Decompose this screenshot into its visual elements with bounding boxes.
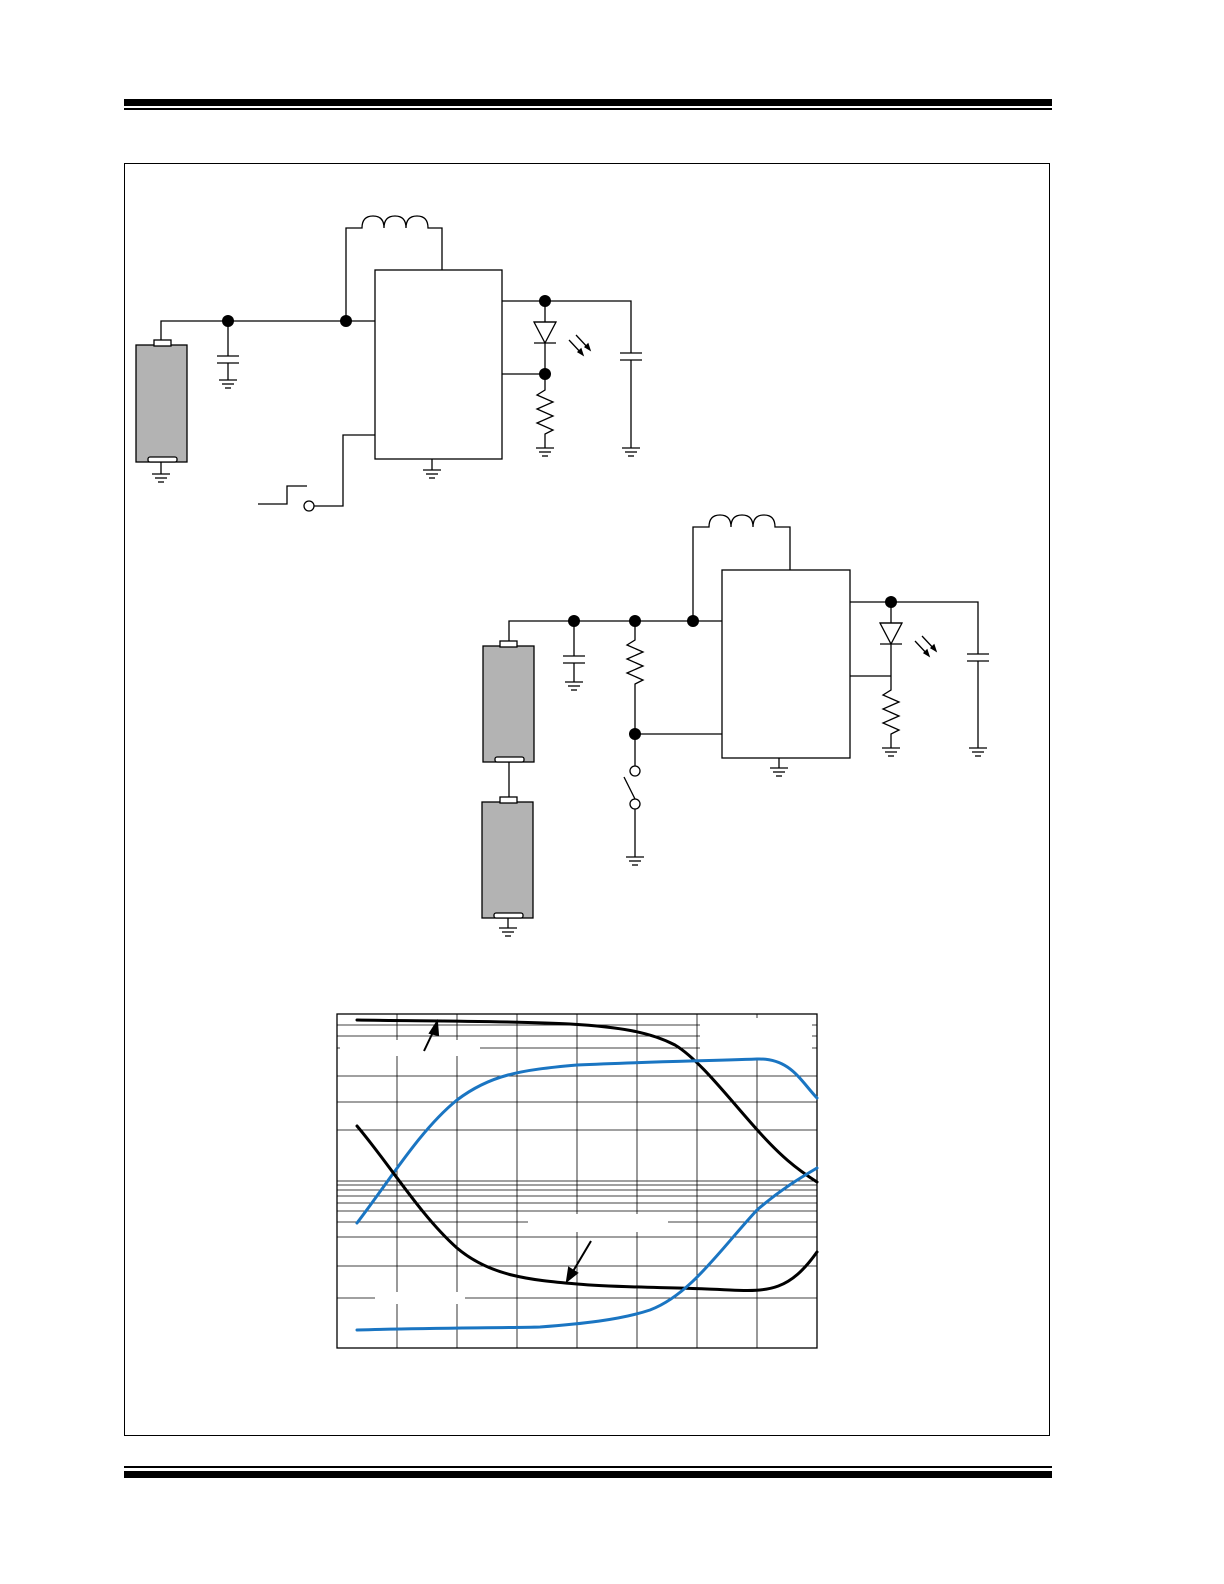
capacitor-icon <box>563 621 585 682</box>
resistor-icon <box>881 676 901 748</box>
plot-curves <box>355 1018 819 1332</box>
battery-icon <box>135 339 188 463</box>
junction-dot-icon <box>222 295 551 380</box>
ground-icon <box>621 447 641 457</box>
circuit-single-cell <box>135 215 642 512</box>
led-icon <box>878 602 938 676</box>
ground-icon <box>498 927 518 937</box>
footer-rule-thin <box>124 1466 1052 1468</box>
converter-ic-box <box>721 569 851 759</box>
resistor-icon <box>535 374 555 448</box>
plot-annotation-arrows <box>423 1018 592 1284</box>
ground-icon <box>151 473 171 483</box>
inductor-icon <box>345 215 443 322</box>
curve-blue-upper <box>355 1057 819 1225</box>
header-rule-thick <box>124 99 1052 106</box>
header-rule-thin <box>124 108 1052 110</box>
figure-frame <box>124 163 1050 1436</box>
ground-icon <box>881 747 901 757</box>
ground-icon <box>422 469 442 479</box>
ground-icon <box>769 767 789 777</box>
circuit-two-cell <box>481 514 989 937</box>
ground-icon <box>625 856 645 866</box>
battery-icon <box>482 640 535 763</box>
capacitor-icon <box>967 653 989 748</box>
ground-icon <box>968 747 988 757</box>
ground-icon <box>218 379 238 389</box>
ground-icon <box>535 447 555 457</box>
battery-icon <box>481 796 534 919</box>
curve-black-lower <box>355 1124 819 1293</box>
footer-rule-thick <box>124 1471 1052 1478</box>
inductor-icon <box>692 514 791 621</box>
curve-black-upper <box>355 1018 819 1184</box>
switch-icon <box>623 734 641 857</box>
switch-icon <box>258 434 375 512</box>
led-icon <box>532 301 592 374</box>
capacitor-icon <box>217 321 239 380</box>
curve-blue-lower <box>355 1166 819 1332</box>
capacitor-icon <box>620 352 642 448</box>
resistor-icon <box>625 621 645 734</box>
plot-label-gaps <box>340 1018 812 1304</box>
converter-ic-box <box>374 269 503 460</box>
ground-icon <box>564 681 584 691</box>
junction-dot-icon <box>568 596 897 740</box>
